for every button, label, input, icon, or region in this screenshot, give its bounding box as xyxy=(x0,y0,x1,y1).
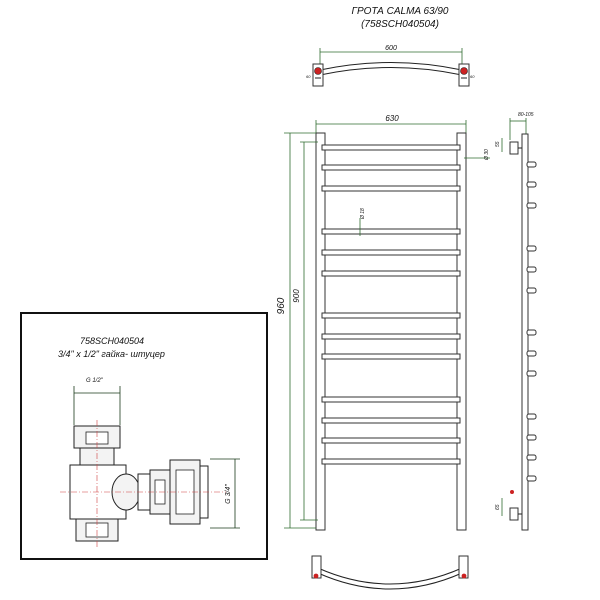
side-bar-stub xyxy=(526,181,537,188)
detail-description: 3/4" x 1/2" гайка- штуцер xyxy=(58,349,165,359)
side-bar-stub xyxy=(526,475,537,482)
towel-bar xyxy=(321,228,461,235)
towel-bar xyxy=(321,164,461,171)
side-view: 80-105 55 65 xyxy=(495,112,537,531)
towel-bar xyxy=(321,333,461,340)
towel-bar xyxy=(321,144,461,151)
side-depth-label: 80-105 xyxy=(518,112,534,118)
top-right-side-label: 60 xyxy=(470,74,475,79)
side-bar-stub xyxy=(526,370,537,377)
side-bottom-offset-label: 65 xyxy=(495,504,501,510)
bar-diameter-label: Ø 18 xyxy=(360,208,366,220)
left-bracket-mark xyxy=(314,67,322,75)
title-line-2: (758SCH040504) xyxy=(361,19,439,30)
side-bar-stub xyxy=(526,434,537,441)
side-bar-stubs xyxy=(526,161,537,482)
towel-bar xyxy=(321,270,461,277)
towel-bar xyxy=(321,185,461,192)
thread-small-label: G 1/2" xyxy=(86,378,104,384)
front-view: 630 960 900 Ø 18 Ø 30 xyxy=(276,114,490,531)
thread-large-label: G 3/4" xyxy=(225,484,232,504)
front-width-label: 630 xyxy=(385,114,399,123)
towel-bar xyxy=(321,249,461,256)
towel-bar xyxy=(321,312,461,319)
side-bar-stub xyxy=(526,413,537,420)
bottom-left-mark xyxy=(313,573,319,579)
side-bar-stub xyxy=(526,454,537,461)
bottom-view xyxy=(311,555,469,590)
inner-height-label: 900 xyxy=(292,289,301,303)
side-top-offset-label: 55 xyxy=(495,141,501,147)
towel-bar xyxy=(321,396,461,403)
towel-bar xyxy=(321,458,461,465)
towel-bars xyxy=(321,144,461,465)
title-line-1: ГРОТА CALMA 63/90 xyxy=(352,6,449,17)
side-bar-stub xyxy=(526,161,537,168)
side-bar-stub xyxy=(526,350,537,357)
fitting-detail-panel: 758SCH040504 3/4" x 1/2" гайка- штуцер G… xyxy=(20,312,268,560)
towel-bar xyxy=(321,353,461,360)
outer-height-label: 960 xyxy=(276,297,287,314)
top-width-label: 600 xyxy=(385,45,397,52)
side-bar-stub xyxy=(526,287,537,294)
side-bar-stub xyxy=(526,266,537,273)
top-view: 600 60 60 xyxy=(306,45,475,87)
side-connection-mark xyxy=(510,490,514,494)
right-bracket-mark xyxy=(460,67,468,75)
detail-code: 758SCH040504 xyxy=(80,336,144,346)
bottom-right-mark xyxy=(461,573,467,579)
side-bar-stub xyxy=(526,245,537,252)
side-bar-stub xyxy=(526,202,537,209)
top-left-side-label: 60 xyxy=(306,74,311,79)
fitting-drawing xyxy=(60,420,226,548)
rail-diameter-label: Ø 30 xyxy=(484,149,490,161)
towel-bar xyxy=(321,417,461,424)
towel-bar xyxy=(321,437,461,444)
side-bar-stub xyxy=(526,329,537,336)
